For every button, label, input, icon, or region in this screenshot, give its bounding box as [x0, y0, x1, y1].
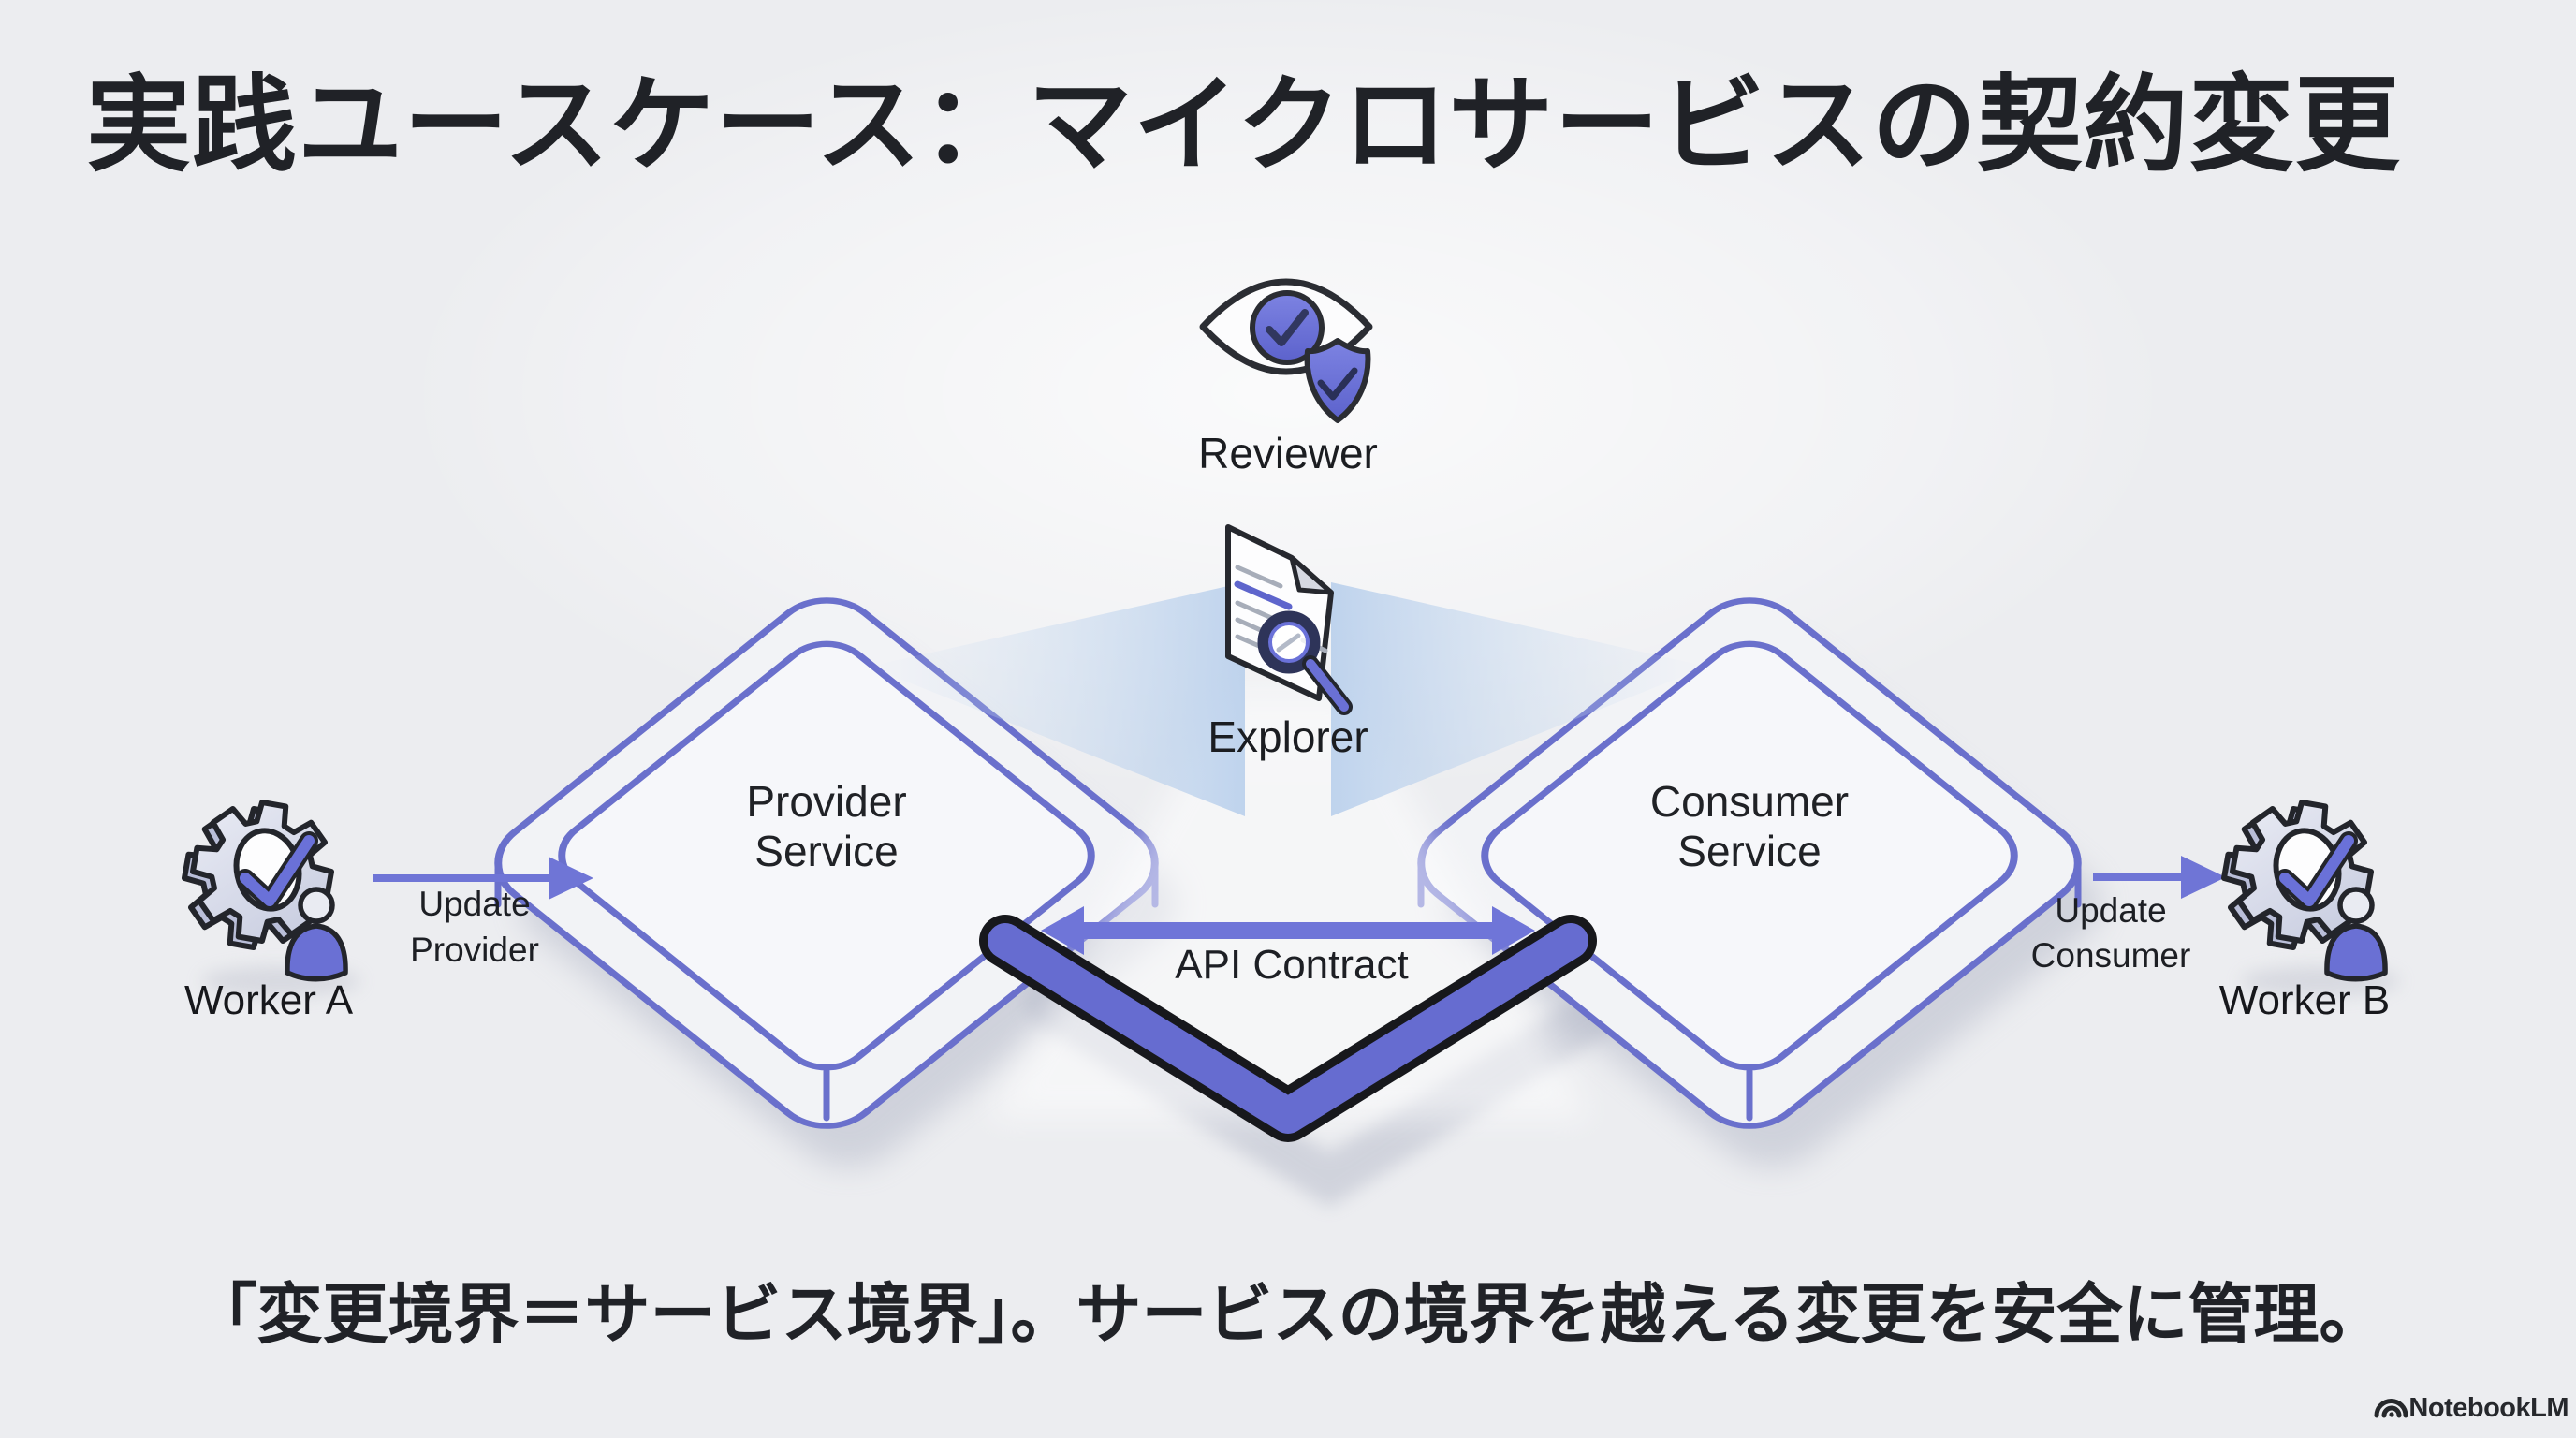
worker-a-label: Worker A [184, 977, 354, 1023]
worker-a-figure: Worker A [175, 793, 354, 1023]
consumer-label-line1: Consumer [1650, 777, 1849, 826]
update-provider-arrow [373, 857, 593, 900]
update-consumer-label-line2: Consumer [2031, 936, 2191, 975]
document-magnifier-icon [1225, 524, 1353, 715]
spotlight-beam-right [1331, 582, 1707, 816]
eye-check-shield-icon [1199, 278, 1373, 423]
consumer-label-line2: Service [1677, 827, 1821, 875]
worker-b-figure: Worker B [2215, 793, 2391, 1023]
update-consumer-arrow [2093, 856, 2226, 899]
provider-label-line1: Provider [746, 777, 906, 826]
watermark-brand: NotebookLM [2408, 1393, 2569, 1423]
contract-v-connector [979, 915, 1597, 1142]
reviewer-figure: Reviewer [1198, 278, 1378, 477]
api-contract-label: API Contract [1175, 942, 1408, 988]
spotlight-beam-left [869, 582, 1245, 816]
slide-caption: 「変更境界＝サービス境界」。サービスの境界を越える変更を安全に管理。 [192, 1278, 2385, 1351]
reviewer-label: Reviewer [1198, 429, 1378, 477]
update-provider-label-line2: Provider [410, 931, 539, 969]
update-provider-label-line1: Update [418, 885, 530, 923]
page-title: 実践ユースケース：マイクロサービスの契約変更 [86, 66, 2401, 183]
background-glow [399, 0, 2177, 796]
notebooklm-watermark: NotebookLM [2374, 1393, 2569, 1423]
provider-label-line2: Service [754, 827, 898, 875]
notebooklm-logo-icon [2374, 1399, 2408, 1418]
explorer-figure: Explorer [1208, 524, 1368, 761]
api-contract-arrow [1041, 906, 1535, 955]
worker-b-label: Worker B [2219, 977, 2391, 1023]
explorer-label: Explorer [1208, 712, 1368, 761]
update-consumer-label-line1: Update [2055, 891, 2166, 930]
